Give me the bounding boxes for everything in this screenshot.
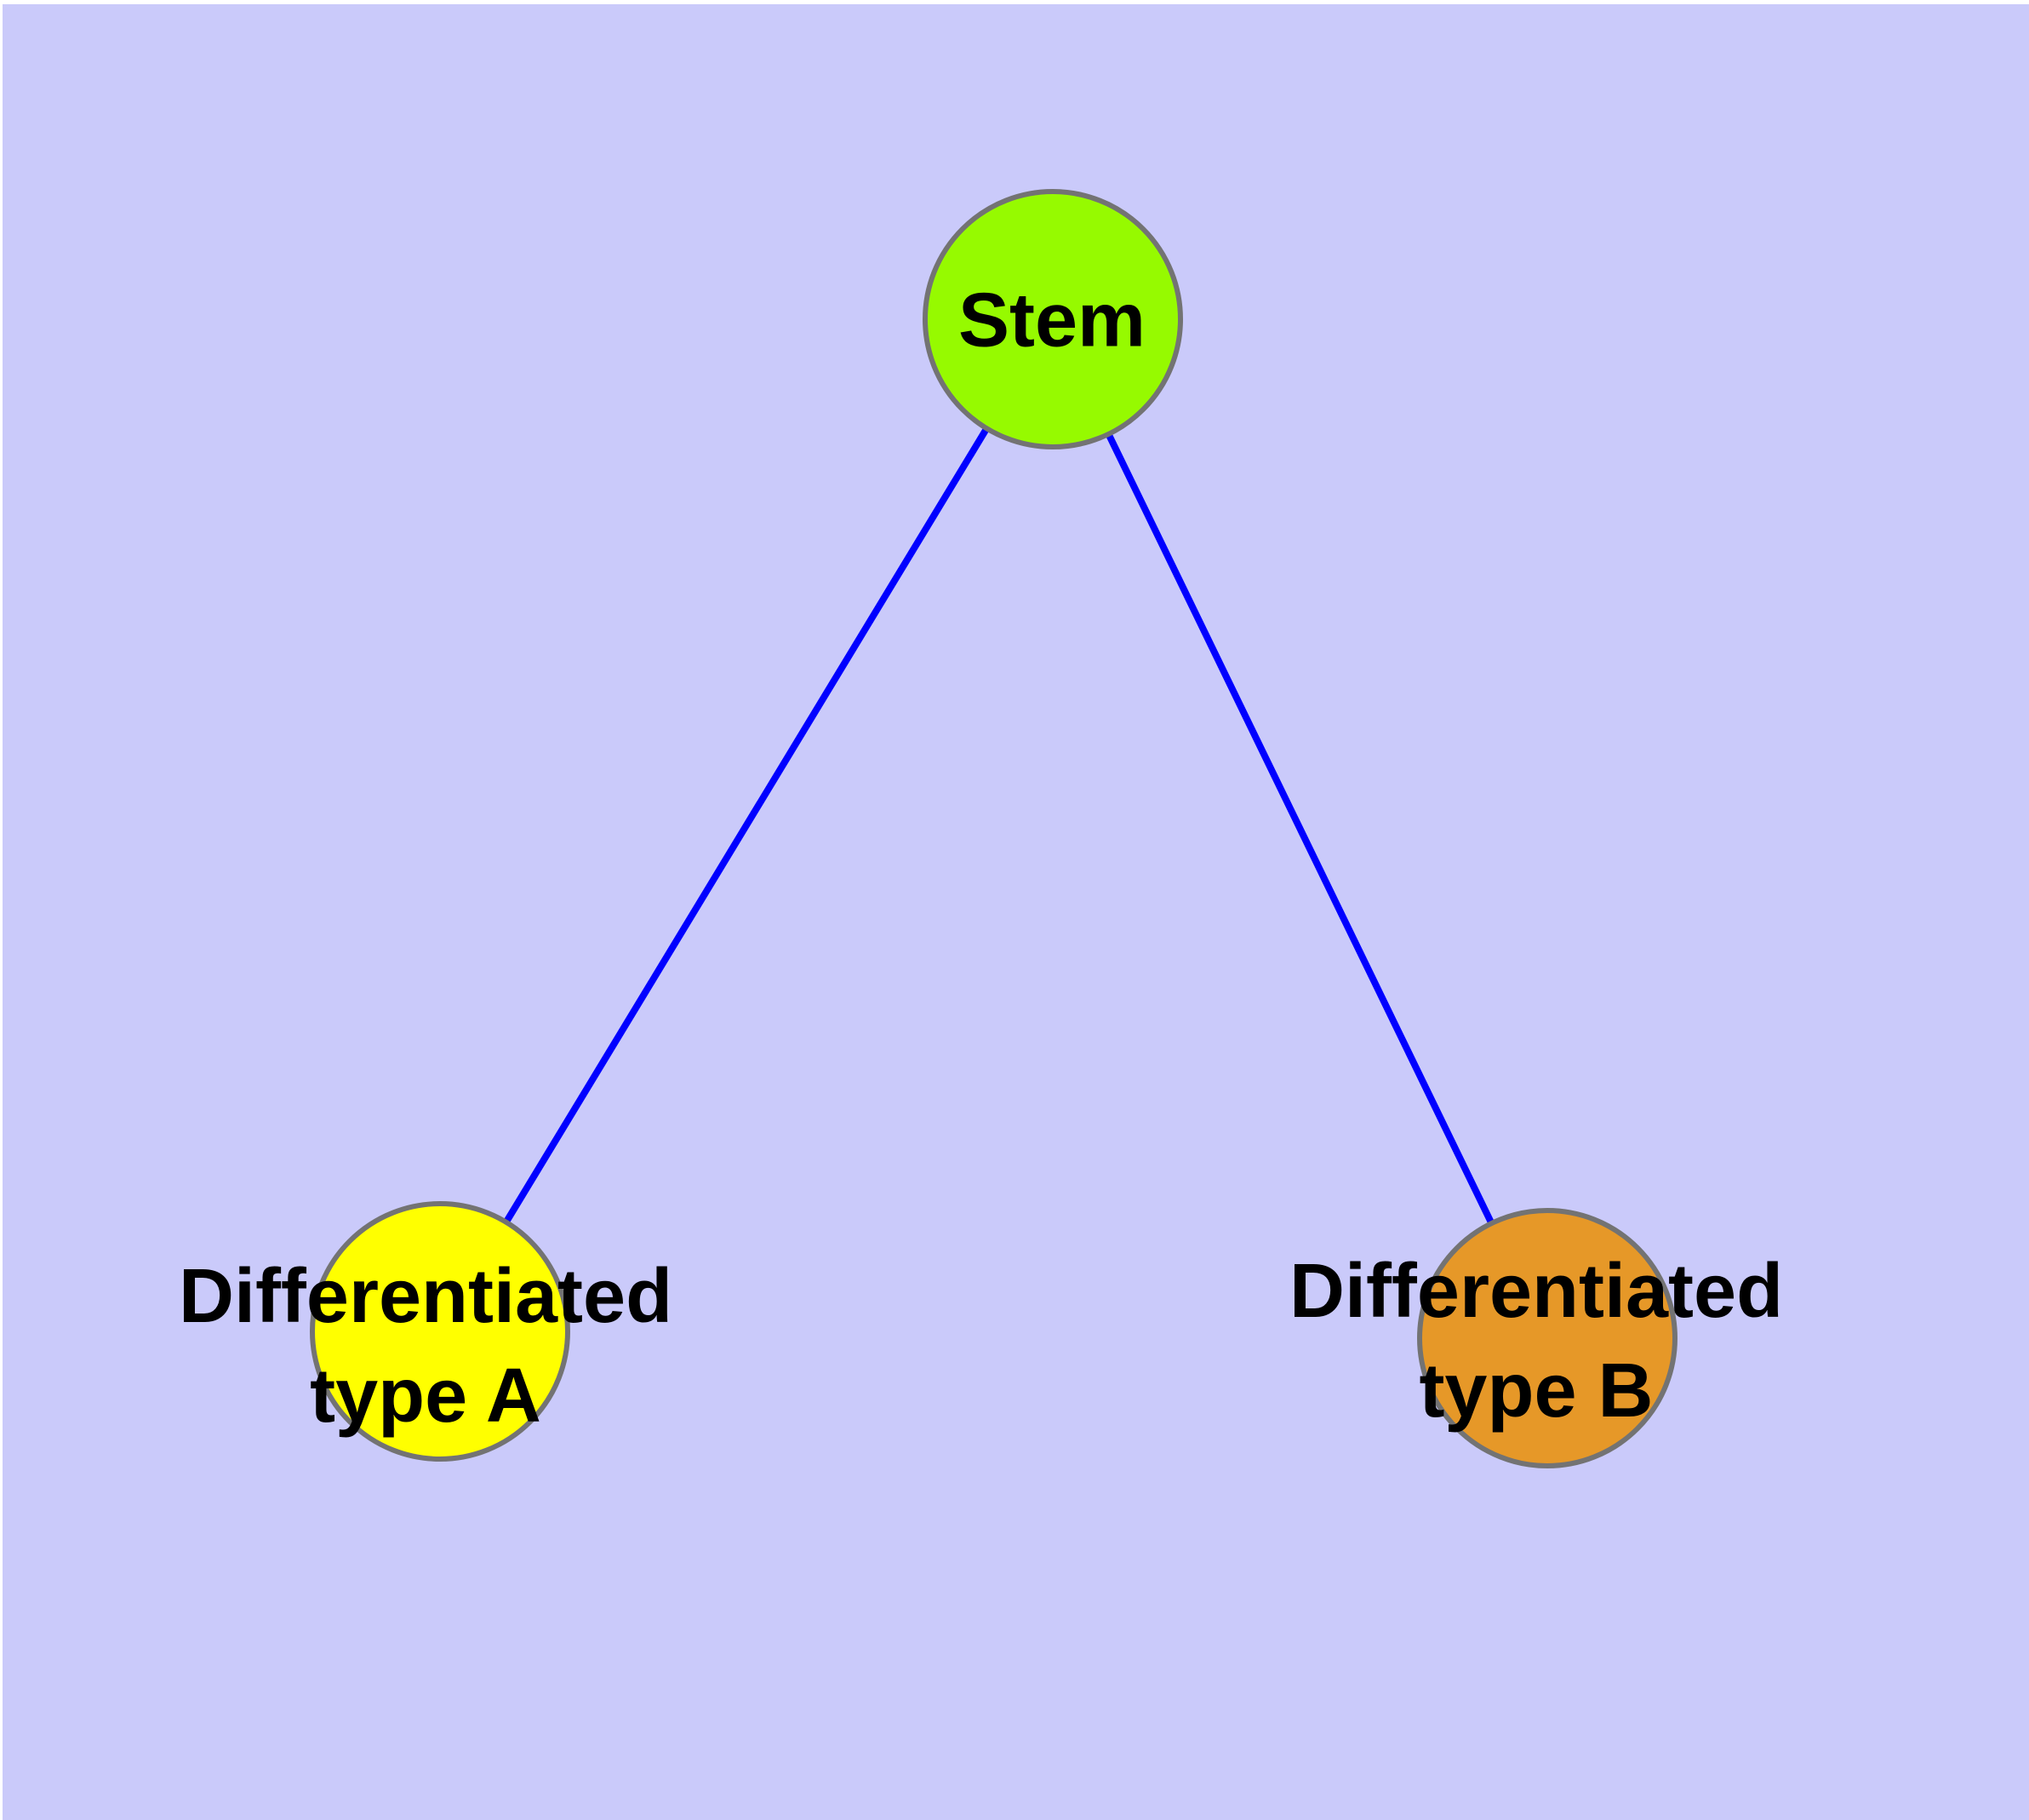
edge-stem-diff-b: [1049, 318, 1551, 1340]
window-edge-top: [0, 0, 2029, 4]
window-edge-left: [0, 0, 3, 1820]
node-diff-a: [310, 1201, 570, 1462]
node-diff-b: [1417, 1208, 1677, 1468]
node-stem: [923, 189, 1183, 449]
edge-stem-diff-a: [437, 317, 1056, 1334]
